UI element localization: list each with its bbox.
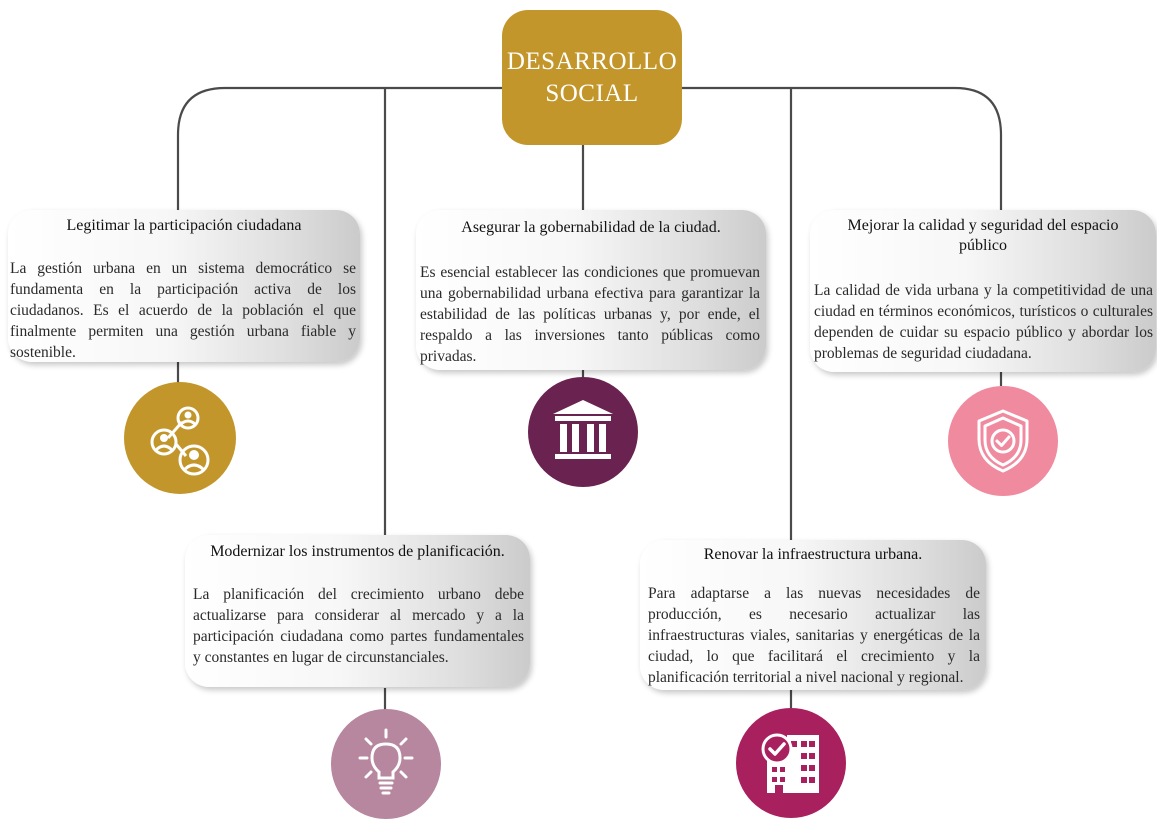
lightbulb-icon-circle xyxy=(331,709,441,819)
people-network-icon xyxy=(150,406,210,476)
card-gobernabilidad: Asegurar la gobernabilidad de la ciudad.… xyxy=(416,210,766,370)
central-title: DESARROLLO SOCIAL xyxy=(506,47,678,107)
central-title-box: DESARROLLO SOCIAL xyxy=(502,10,682,145)
building-check-icon xyxy=(761,733,819,793)
connector-left xyxy=(176,86,502,218)
people-network-icon-circle xyxy=(124,382,236,494)
card-body: La calidad de vida urbana y la competiti… xyxy=(814,282,1153,362)
shield-check-icon xyxy=(977,409,1029,473)
card-body: Para adaptarse a las nuevas necesidades … xyxy=(648,585,980,686)
building-check-icon-circle xyxy=(736,708,846,818)
card-planificacion: Modernizar los instrumentos de planifica… xyxy=(185,535,530,687)
shield-check-icon-circle xyxy=(948,386,1058,496)
card-infraestructura: Renovar la infraestructura urbana. Para … xyxy=(640,540,986,690)
connector-right xyxy=(682,86,1003,220)
card-title: Renovar la infraestructura urbana. xyxy=(703,546,923,563)
government-building-icon-circle xyxy=(528,377,638,487)
card-title: Mejorar la calidad y seguridad del espac… xyxy=(847,217,1119,254)
card-body: La planificación del crecimiento urbano … xyxy=(193,586,524,666)
card-body: La gestión urbana en un sistema democrát… xyxy=(10,260,356,361)
lightbulb-icon xyxy=(358,728,414,795)
government-building-icon xyxy=(553,400,613,459)
card-legitimar: Legitimar la participación ciudadana La … xyxy=(8,210,360,362)
card-title: Asegurar la gobernabilidad de la ciudad. xyxy=(461,219,721,236)
card-espacio: Mejorar la calidad y seguridad del espac… xyxy=(810,210,1156,372)
card-title: Legitimar la participación ciudadana xyxy=(66,217,302,234)
card-title: Modernizar los instrumentos de planifica… xyxy=(210,543,505,560)
card-body: Es esencial establecer las condiciones q… xyxy=(420,264,760,365)
